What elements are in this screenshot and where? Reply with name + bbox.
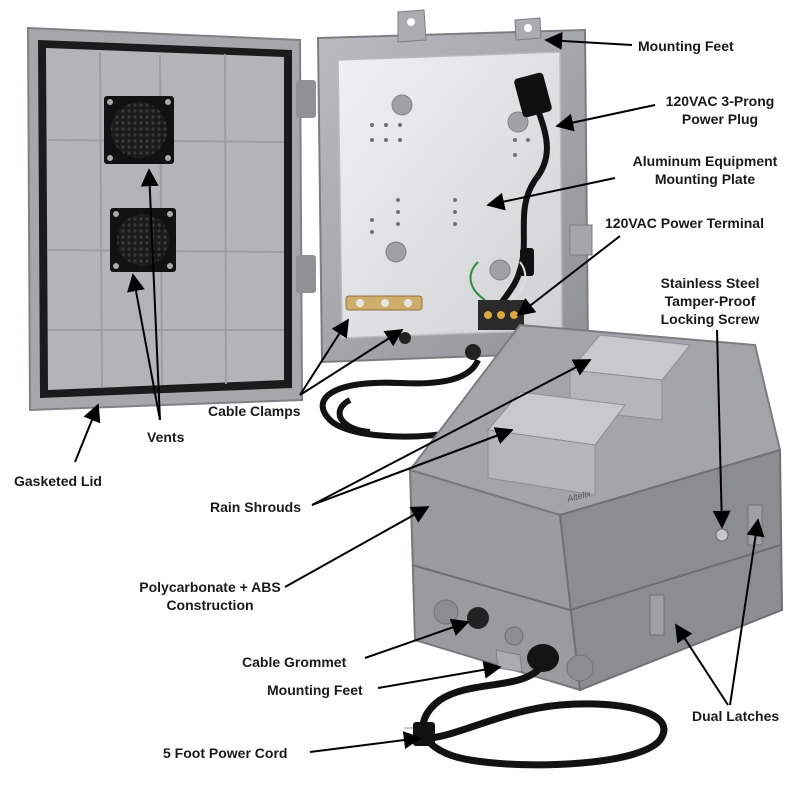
arrow-rain-shrouds-b [311,427,514,506]
label-power-plug: 120VAC 3-Prong Power Plug [650,92,790,128]
label-mounting-plate-line2: Mounting Plate [654,171,756,187]
vent-lower [110,208,176,272]
label-locking-screw-line2: Tamper-Proof [664,293,756,309]
callout-arrows [74,31,765,753]
arrow-dual-latches-b [729,518,765,706]
label-power-plug-line1: 120VAC 3-Prong [665,93,775,109]
label-power-terminal: 120VAC Power Terminal [605,215,764,231]
label-mounting-feet-bottom: Mounting Feet [267,682,363,698]
arrow-power-cord [309,731,422,753]
external-power-cord [419,665,668,769]
label-construction-line1: Polycarbonate + ABS [139,579,281,595]
label-dual-latches: Dual Latches [692,708,780,724]
closed-box: Altelix [408,323,784,692]
label-rain-shrouds: Rain Shrouds [210,499,302,515]
arrow-power-terminal [516,235,621,317]
arrow-mounting-plate [486,177,616,211]
arrow-mounting-feet-top [544,31,633,50]
arrow-gasketed-lid [74,403,101,463]
label-locking-screw-line3: Locking Screw [660,311,760,327]
arrow-cable-grommet [364,618,470,659]
open-base [316,9,593,364]
arrow-vents-b [140,168,161,421]
label-vents: Vents [147,429,185,445]
label-mounting-plate-line1: Aluminum Equipment [632,153,778,169]
arrow-cable-clamps-b [299,329,404,396]
label-locking-screw: Stainless Steel Tamper-Proof Locking Scr… [648,274,772,328]
label-construction: Polycarbonate + ABS Construction [130,578,290,614]
label-gasketed-lid: Gasketed Lid [14,473,102,489]
arrow-power-plug [555,104,656,132]
arrow-cable-clamps-a [299,318,349,396]
plug-head [413,722,435,746]
arrow-locking-screw [712,329,731,529]
label-cable-clamps: Cable Clamps [208,403,301,419]
label-cable-grommet: Cable Grommet [242,654,347,670]
internal-cord-loop [319,358,481,440]
arrow-rain-shrouds-a [311,359,592,506]
label-construction-line2: Construction [166,597,254,613]
label-mounting-plate: Aluminum Equipment Mounting Plate [615,152,795,188]
arrow-mounting-feet-bottom [377,660,502,689]
arrow-dual-latches-a [675,623,729,706]
label-mounting-feet-top: Mounting Feet [638,38,734,54]
arrow-construction [284,506,430,588]
vent-upper [104,96,174,164]
rain-shroud-front [487,391,626,496]
label-locking-screw-line1: Stainless Steel [660,275,760,291]
label-power-plug-line2: Power Plug [681,111,759,127]
arrow-vents-a [127,273,161,421]
label-power-cord: 5 Foot Power Cord [163,745,288,761]
